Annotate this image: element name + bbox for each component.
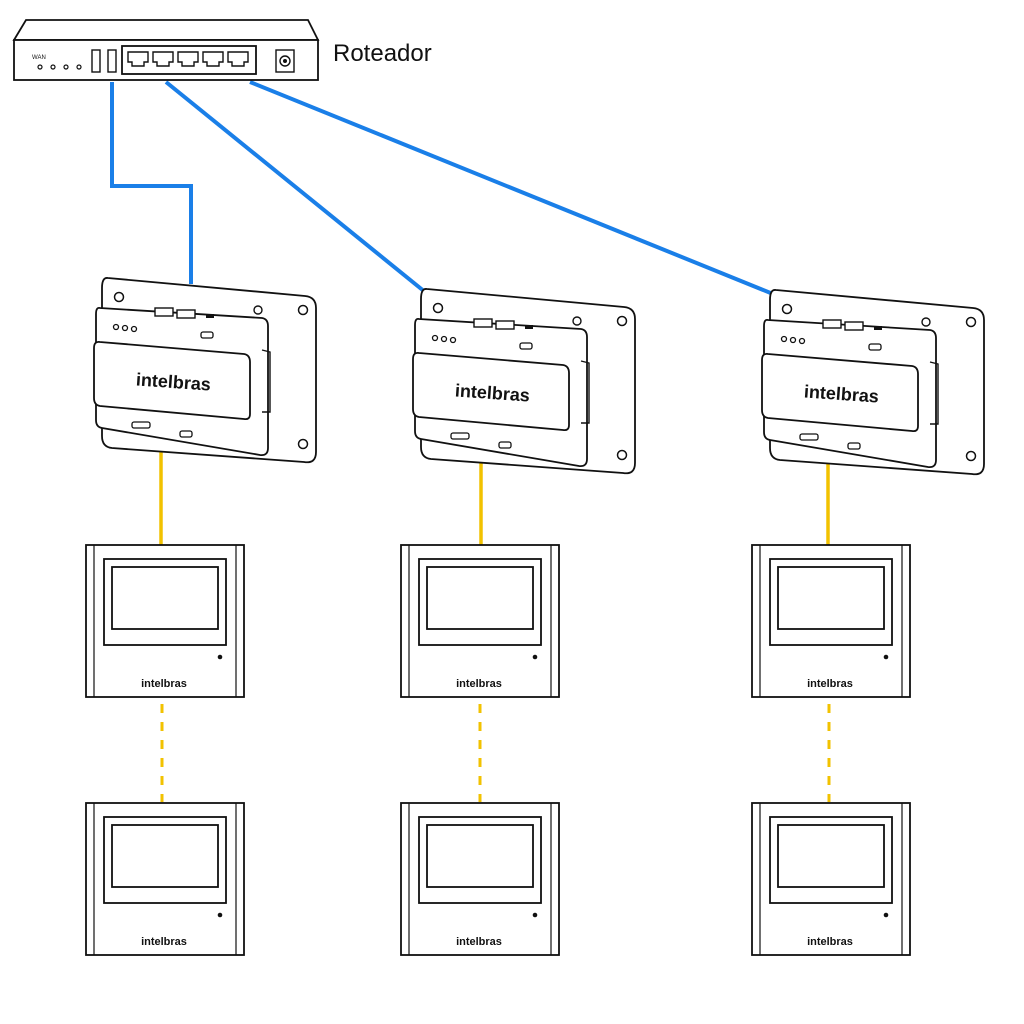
monitor-brand-label: intelbras: [456, 936, 502, 948]
monitor-brand-label: intelbras: [141, 936, 187, 948]
lan-ports: [127, 51, 249, 67]
video-monitor-icon: intelbras: [751, 544, 911, 698]
network-cable-1: [110, 82, 193, 284]
wan-label: WAN: [32, 55, 46, 61]
video-monitor-icon: intelbras: [400, 802, 560, 956]
monitor-brand-label: intelbras: [456, 678, 502, 690]
bus-cables: [159, 440, 831, 802]
video-monitor-icon: intelbras: [751, 802, 911, 956]
router-icon: WAN: [12, 19, 320, 81]
video-monitor-icon: intelbras: [85, 802, 245, 956]
video-monitor-icon: intelbras: [85, 544, 245, 698]
monitor-brand-label: intelbras: [807, 936, 853, 948]
network-hub-icon: intelbras: [412, 288, 636, 475]
network-hub-icon: intelbras: [761, 289, 985, 476]
monitor-brand-label: intelbras: [141, 678, 187, 690]
network-hub-icon: intelbras: [93, 277, 317, 464]
network-cable-2: [164, 80, 432, 298]
video-monitor-icon: intelbras: [400, 544, 560, 698]
monitor-brand-label: intelbras: [807, 678, 853, 690]
network-cable-3: [249, 80, 779, 298]
network-cables: [110, 80, 779, 298]
router-label: Roteador: [333, 40, 432, 67]
